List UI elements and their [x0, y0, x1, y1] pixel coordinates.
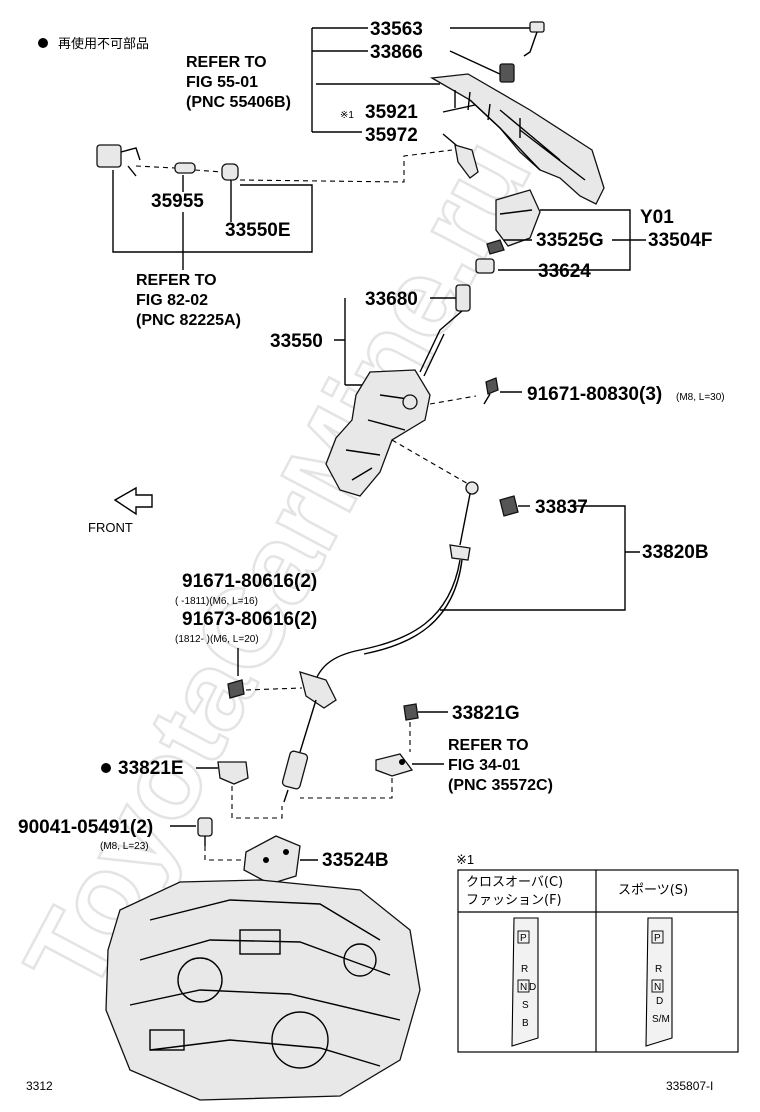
label-35955: 35955 [151, 191, 204, 212]
bolt-91671-80830-part [483, 377, 499, 405]
label-33680: 33680 [365, 289, 418, 310]
label-35972: 35972 [365, 125, 418, 146]
gate2-n: N [654, 982, 661, 993]
harness-connector-part [96, 144, 141, 177]
legend-note: 再使用不可部品 [58, 36, 149, 52]
cable-end-part [449, 481, 479, 561]
connector-dashed-line [239, 149, 453, 183]
footer-page-right: 335807-I [666, 1079, 713, 1093]
ref-82-line3: (PNC 82225A) [136, 312, 241, 329]
inset-col1-line2: ファッション(F) [466, 893, 562, 908]
gate1-r: R [521, 964, 528, 975]
label-33524b: 33524B [322, 850, 389, 871]
cable-bracket [440, 505, 640, 611]
gate1-p: P [520, 933, 527, 944]
label-35921-mark: ※1 [340, 110, 354, 121]
clip-33821e-part [217, 761, 249, 785]
gate2-r: R [655, 964, 662, 975]
grommet-33837-part [499, 495, 519, 517]
label-33820b: 33820B [642, 542, 709, 563]
gate2-d: D [656, 996, 663, 1007]
front-arrow-icon [113, 486, 153, 516]
harness-dashed-line [135, 165, 223, 173]
nut-33821g-part [403, 703, 419, 721]
label-33821g: 33821G [452, 703, 520, 724]
inset-mark: ※1 [456, 852, 474, 867]
gate-plate-1 [511, 917, 539, 1047]
label-91671-80616: 91671-80616(2) [182, 571, 317, 592]
ref-34-line2: FIG 34-01 [448, 757, 520, 774]
label-33624: 33624 [538, 261, 591, 282]
ring-33525g-part [486, 239, 505, 255]
label-91671-80830: 91671-80830(3) [527, 384, 662, 405]
gate1-d: D [529, 982, 536, 993]
gate1-b: B [522, 1018, 529, 1029]
gate1-s: S [522, 1000, 529, 1011]
shift-panel-part [429, 73, 605, 205]
ref-55-line2: FIG 55-01 [186, 74, 258, 91]
top-leader-lines [316, 27, 536, 151]
lever-bracket [334, 297, 456, 386]
transmission-part [105, 879, 421, 1101]
knob-bracket [498, 209, 646, 271]
gate1-n: N [520, 982, 527, 993]
lock-33624-part [475, 258, 495, 274]
label-33504f: 33504F [648, 230, 712, 251]
label-90041-05491: 90041-05491(2) [18, 817, 153, 838]
front-label: FRONT [88, 520, 133, 535]
cable-clip-part [375, 753, 414, 777]
non-reusable-bullet-icon [38, 38, 48, 48]
bolt-dashed-line [429, 395, 477, 405]
ref-55-line3: (PNC 55406B) [186, 94, 291, 111]
label-33563: 33563 [370, 19, 423, 40]
grommet-33866-part [499, 63, 515, 83]
bulb-35955-part [174, 162, 196, 174]
clip-33821e-dashed-line [231, 786, 283, 819]
gate-variant-table: ※1 クロスオーバ(C) ファッション(F) スポーツ(S) P R N D S… [456, 852, 739, 1053]
inset-col1-line1: クロスオーバ(C) [466, 875, 563, 890]
label-y01: Y01 [640, 207, 674, 228]
ref-55-line1: REFER TO [186, 54, 267, 71]
cable-dashed-line [391, 439, 471, 486]
shift-lever-part [419, 310, 463, 377]
bolt-05491-dashed-line [204, 846, 246, 861]
bolt-80616-dashed-line [245, 687, 303, 691]
ref-82-line2: FIG 82-02 [136, 292, 208, 309]
ref-34-line1: REFER TO [448, 737, 529, 754]
label-33550e: 33550E [225, 220, 291, 241]
label-33866: 33866 [370, 42, 423, 63]
ref-34-line3: (PNC 35572C) [448, 777, 553, 794]
socket-33550e-part [221, 163, 239, 181]
bracket-33524b-part [243, 835, 301, 885]
shift-knob-part [495, 189, 541, 247]
indicator-35972-part [454, 144, 479, 179]
clip-dashed-line [300, 778, 393, 799]
bolt-05491-part [197, 817, 213, 846]
inset-col2: スポーツ(S) [618, 883, 688, 898]
label-91673-80616-spec: (1812- )(M6, L=20) [175, 634, 259, 645]
lever-base-33550-part [325, 369, 431, 497]
label-33821e: 33821E [118, 758, 184, 779]
label-90041-05491-spec: (M8, L=23) [100, 841, 149, 852]
gate2-sm: S/M [652, 1014, 670, 1025]
label-33837: 33837 [535, 497, 588, 518]
label-91671-80830-spec: (M8, L=30) [676, 392, 725, 403]
label-91671-80616-spec: ( -1811)(M6, L=16) [175, 596, 258, 607]
label-33550: 33550 [270, 331, 323, 352]
non-reusable-33821e-icon [101, 763, 111, 773]
bolt-80616-part [227, 679, 245, 699]
label-91673-80616: 91673-80616(2) [182, 609, 317, 630]
top-cluster-bracket [311, 27, 368, 133]
screw-33563-part [523, 21, 545, 57]
shift-cable-33820b-part [281, 559, 463, 803]
label-35921: 35921 [365, 102, 418, 123]
footer-page-left: 3312 [26, 1079, 53, 1093]
gate-plate-2 [645, 917, 673, 1047]
lever-sleeve-33680-part [455, 284, 471, 312]
harness-bracket [112, 170, 313, 253]
ref-82-line1: REFER TO [136, 272, 217, 289]
gate2-p: P [654, 933, 661, 944]
label-33525g: 33525G [536, 230, 604, 251]
